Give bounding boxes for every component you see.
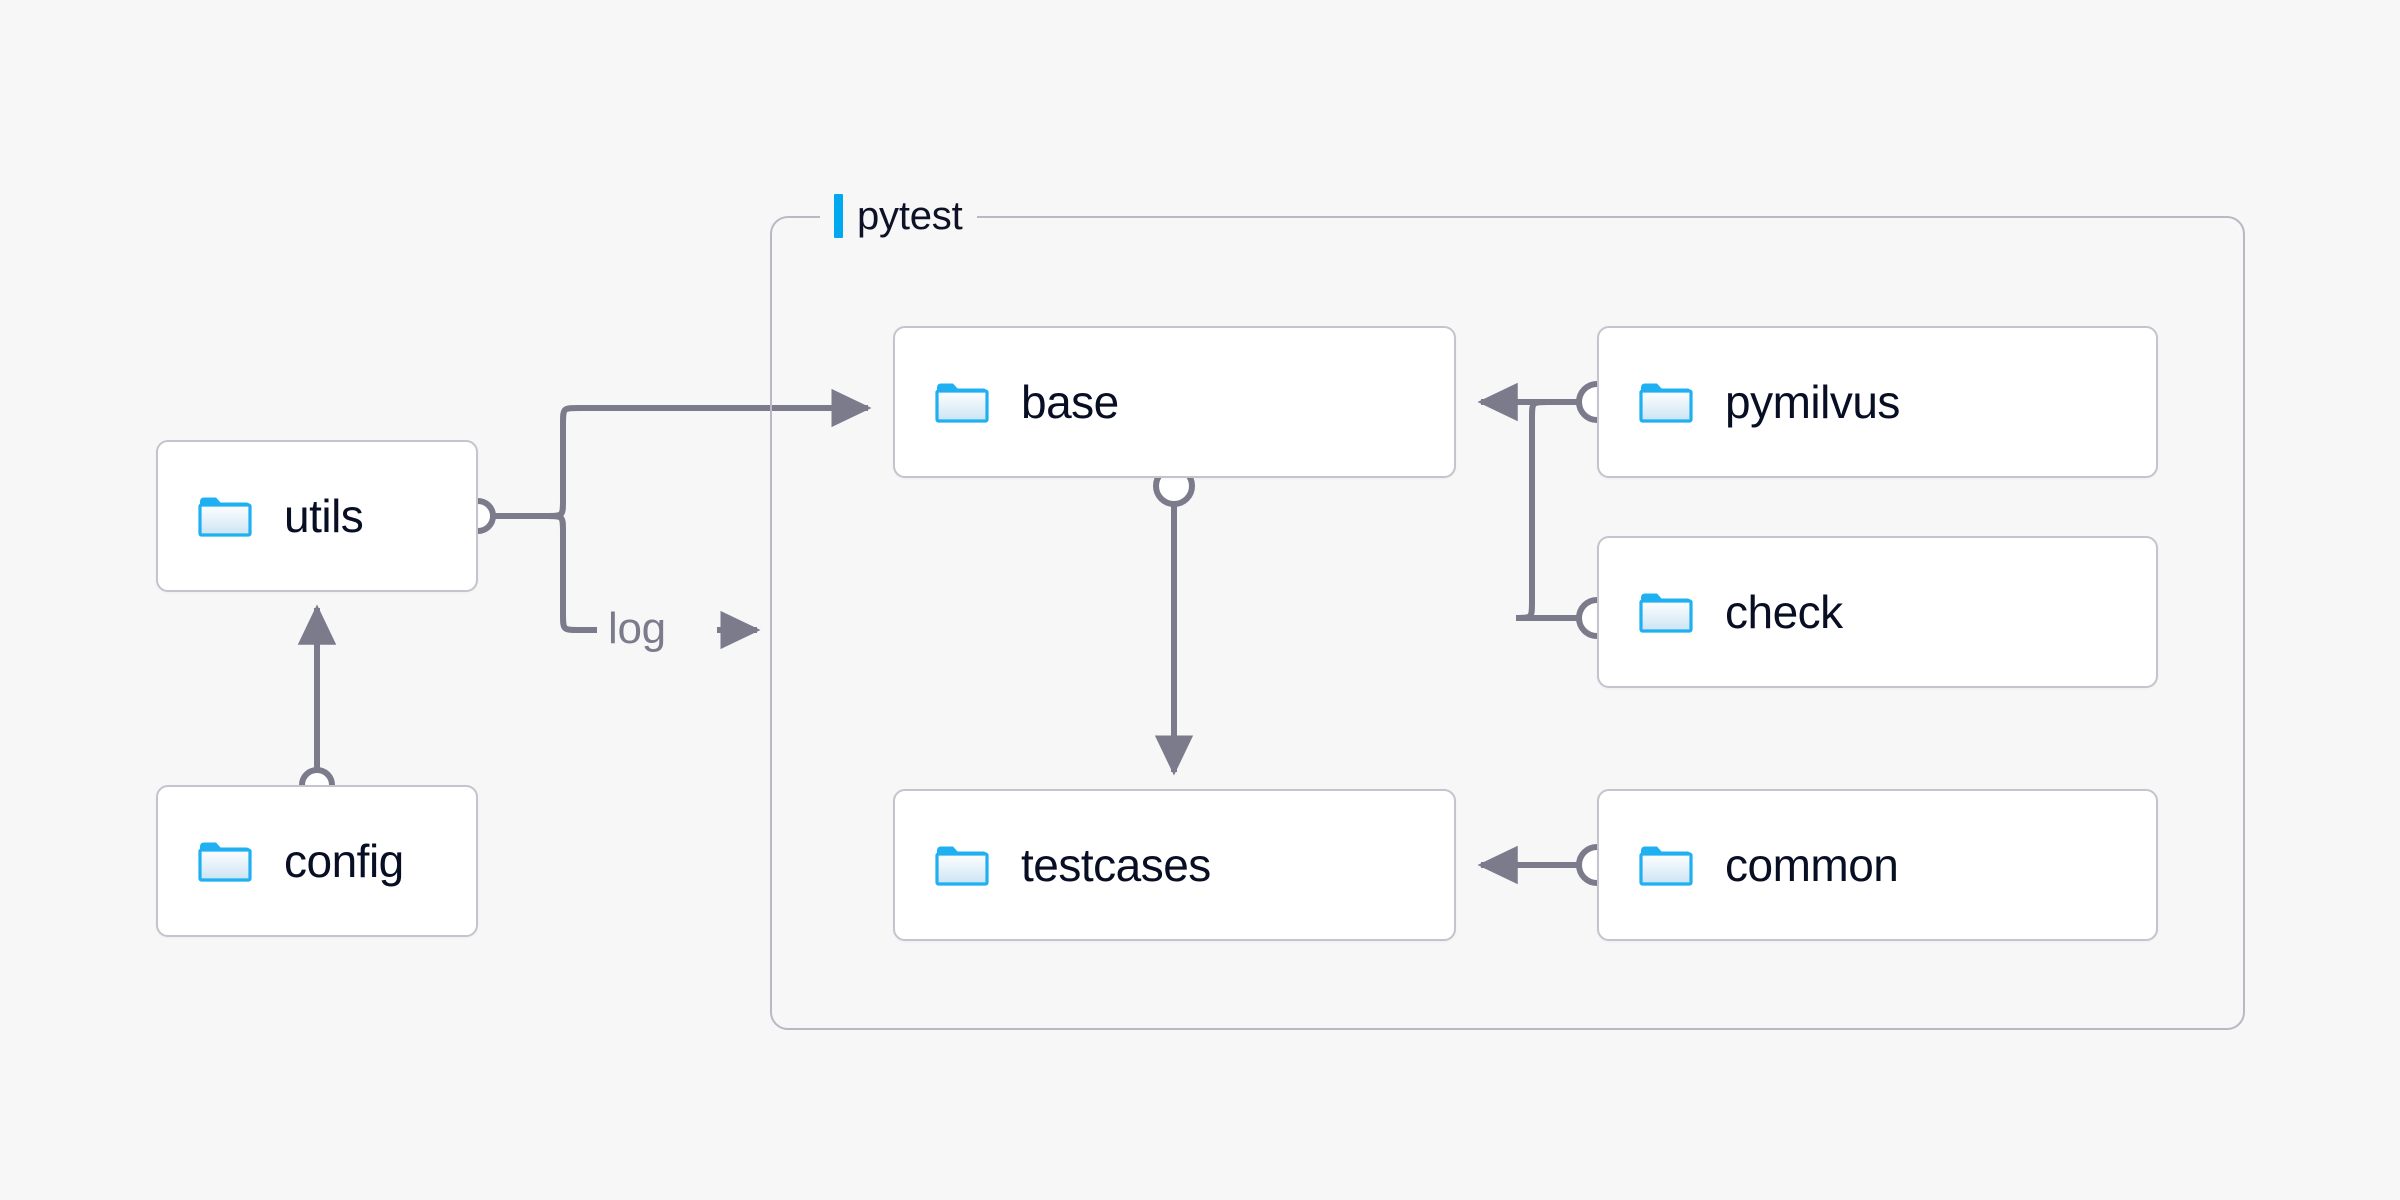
node-label-config: config <box>284 835 404 887</box>
edge-config-to-utils <box>297 604 337 803</box>
group-header-pytest: pytest <box>820 190 977 242</box>
folder-icon <box>935 846 989 886</box>
node-label-utils: utils <box>284 490 364 542</box>
folder-icon <box>198 497 252 537</box>
group-container-pytest <box>770 216 2245 1030</box>
group-accent-bar <box>834 194 843 238</box>
node-label-check: check <box>1725 586 1843 638</box>
node-label-testcases: testcases <box>1021 839 1211 891</box>
node-testcases[interactable]: testcases <box>893 789 1456 941</box>
node-check[interactable]: check <box>1597 536 2158 688</box>
node-common[interactable]: common <box>1597 789 2158 941</box>
node-config[interactable]: config <box>156 785 478 937</box>
node-label-common: common <box>1725 839 1899 891</box>
node-base[interactable]: base <box>893 326 1456 478</box>
node-label-base: base <box>1021 376 1119 428</box>
folder-icon <box>198 842 252 882</box>
node-utils[interactable]: utils <box>156 440 478 592</box>
folder-icon <box>935 383 989 423</box>
group-title: pytest <box>857 193 963 238</box>
folder-icon <box>1639 593 1693 633</box>
folder-icon <box>1639 846 1693 886</box>
node-label-pymilvus: pymilvus <box>1725 376 1900 428</box>
node-pymilvus[interactable]: pymilvus <box>1597 326 2158 478</box>
folder-icon <box>1639 383 1693 423</box>
edge-label-log: log <box>608 604 666 653</box>
